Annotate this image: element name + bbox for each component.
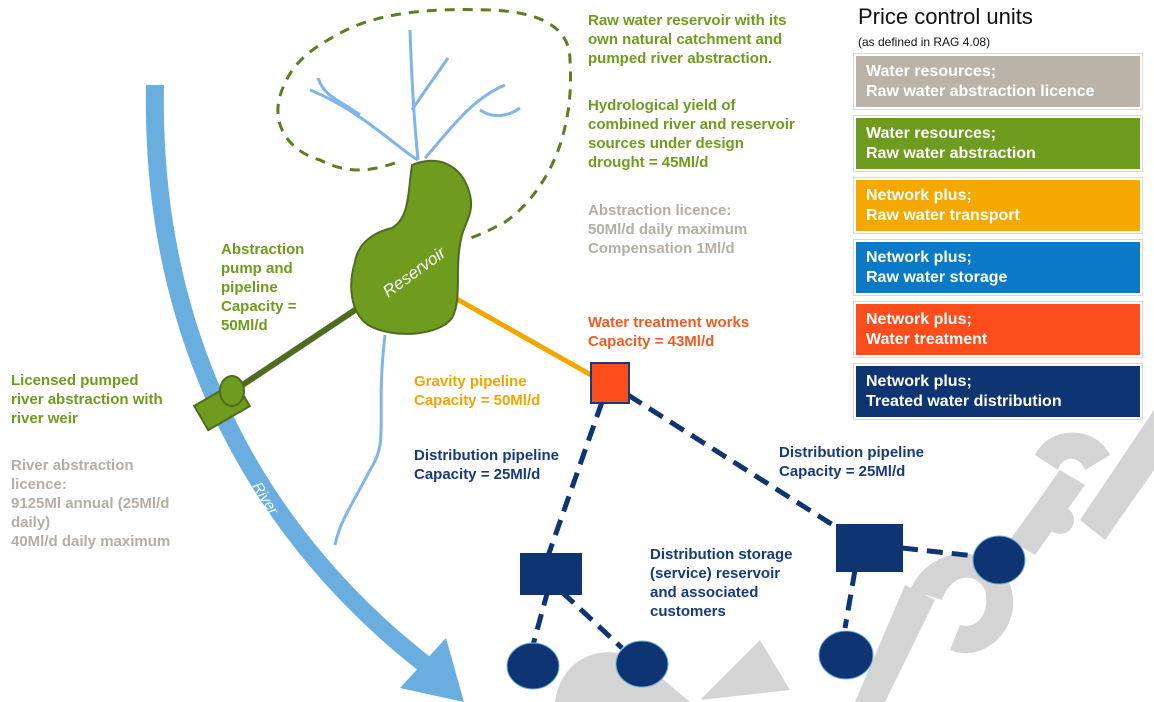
legend-item-raw-water-abstraction: Water resources; Raw water abstraction bbox=[853, 115, 1143, 172]
catchment-boundary bbox=[276, 8, 572, 242]
customer-node bbox=[972, 535, 1026, 585]
pump-intake bbox=[219, 375, 245, 407]
river-abstraction-label: Licensed pumped river abstraction with r… bbox=[11, 372, 163, 427]
legend-item-raw-water-transport: Network plus; Raw water transport bbox=[853, 177, 1143, 234]
catchment-streams bbox=[309, 29, 521, 546]
legend-title: Price control units bbox=[858, 4, 1033, 29]
river-licence-label: River abstraction licence: 9125Ml annual… bbox=[11, 457, 171, 550]
river-arrowhead bbox=[400, 638, 464, 702]
customer-node bbox=[818, 630, 874, 680]
service-reservoir-right bbox=[836, 524, 903, 572]
water-treatment-works bbox=[590, 362, 630, 404]
reservoir bbox=[350, 159, 473, 335]
reservoir-description: Raw water reservoir with its own natural… bbox=[588, 12, 787, 67]
legend-item-water-treatment: Network plus; Water treatment bbox=[853, 301, 1143, 358]
legend-item-raw-water-storage: Network plus; Raw water storage bbox=[853, 239, 1143, 296]
gravity-pipeline bbox=[453, 295, 602, 383]
treatment-works-label: Water treatment works Capacity = 43Ml/d bbox=[588, 314, 750, 350]
abstraction-licence-label: Abstraction licence: 50Ml/d daily maximu… bbox=[588, 202, 748, 257]
legend-item-abstraction-licence: Water resources; Raw water abstraction l… bbox=[853, 53, 1143, 110]
hydrological-yield-label: Hydrological yield of combined river and… bbox=[588, 97, 795, 171]
distribution-pipeline-left-label: Distribution pipeline Capacity = 25Ml/d bbox=[414, 447, 559, 483]
customer-node bbox=[615, 640, 669, 688]
distribution-storage-label: Distribution storage (service) reservoir… bbox=[650, 546, 793, 620]
abstraction-pump-label: Abstraction pump and pipeline Capacity =… bbox=[221, 241, 305, 334]
gravity-pipeline-label: Gravity pipeline Capacity = 50Ml/d bbox=[414, 373, 541, 409]
legend-item-treated-water-distribution: Network plus; Treated water distribution bbox=[853, 363, 1143, 420]
abstraction-pipeline bbox=[236, 305, 360, 391]
river bbox=[145, 84, 441, 680]
legend-subtitle: (as defined in RAG 4.08) bbox=[858, 35, 991, 49]
distribution-pipeline-right-label: Distribution pipeline Capacity = 25Ml/d bbox=[779, 444, 924, 480]
customer-node bbox=[506, 642, 560, 690]
distribution-pipelines bbox=[530, 392, 976, 650]
service-reservoir-left bbox=[520, 553, 582, 595]
